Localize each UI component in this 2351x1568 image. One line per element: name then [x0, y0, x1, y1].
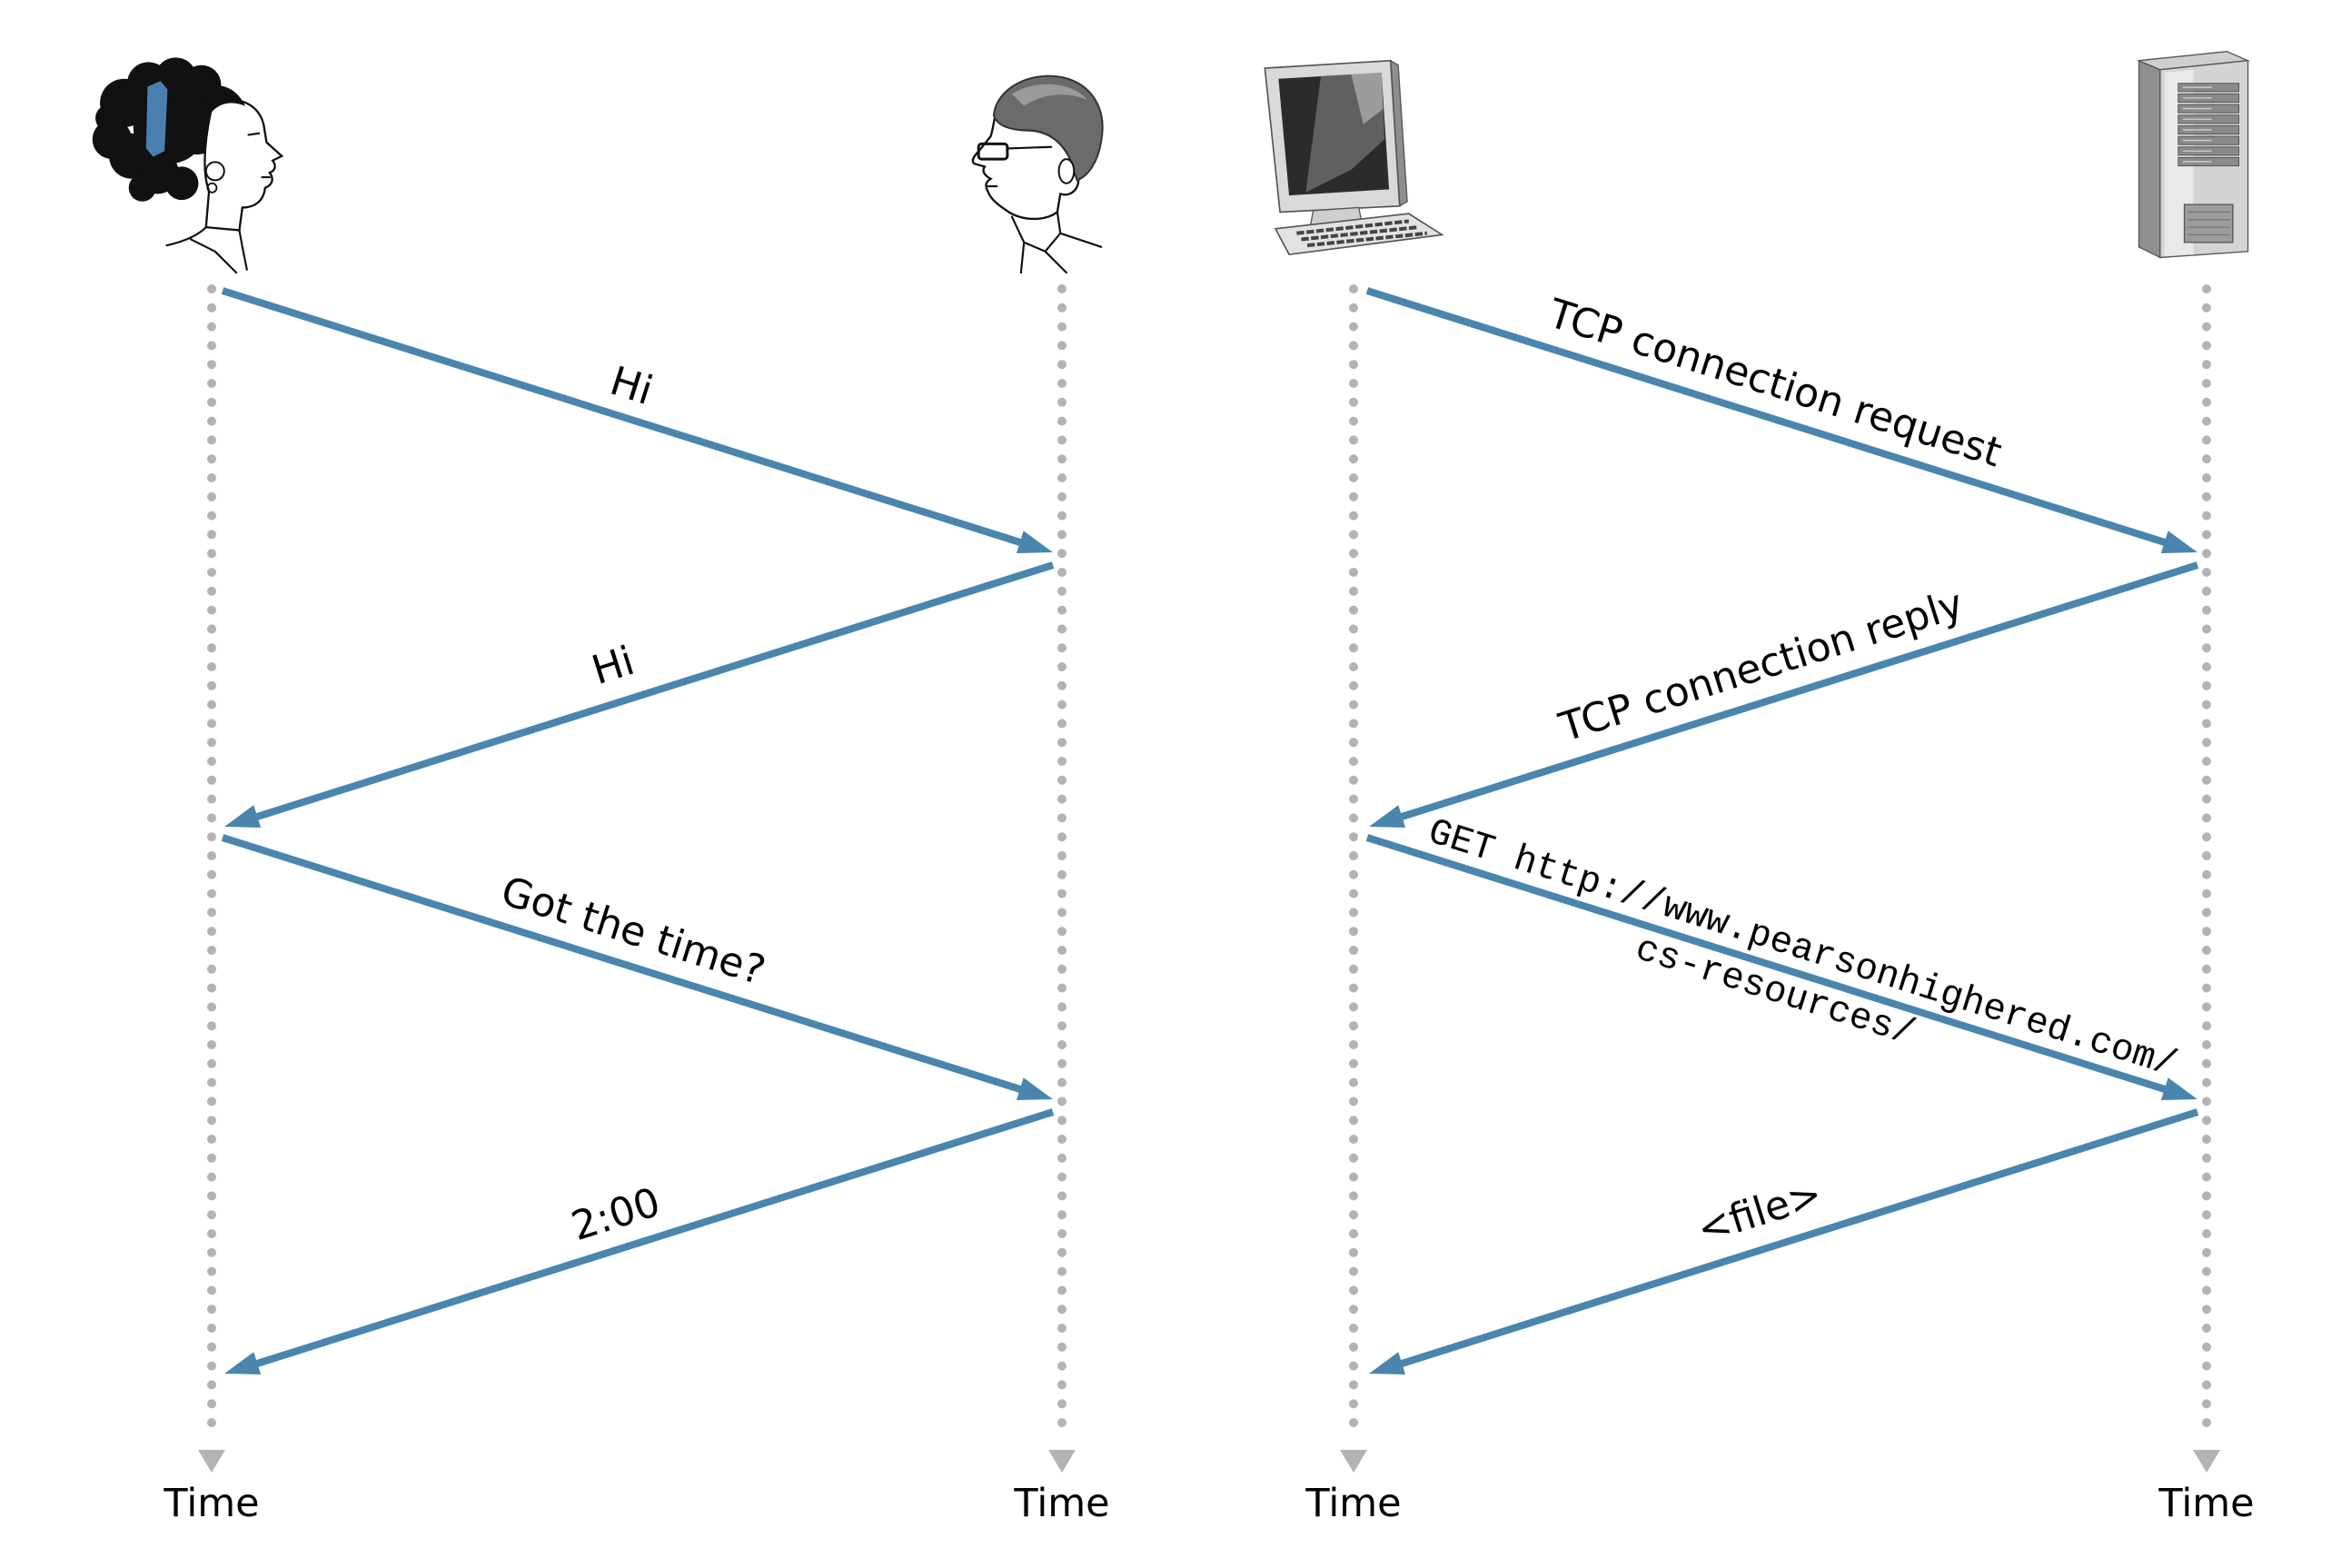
- time-label: Time: [1013, 1481, 1109, 1526]
- lifeline-arrowhead: [1048, 1450, 1076, 1473]
- time-label: Time: [163, 1481, 259, 1526]
- hair-curl: [165, 166, 199, 200]
- woman-icon: [93, 57, 282, 273]
- message-label: TCP connection reply: [1553, 581, 1969, 751]
- message-label: Hi: [605, 358, 659, 414]
- message-arrowhead: [1369, 1352, 1405, 1374]
- time-label: Time: [2158, 1481, 2254, 1526]
- lifeline-arrowhead: [2193, 1450, 2220, 1473]
- ear: [206, 162, 224, 180]
- message-arrow-line: [223, 291, 1020, 542]
- time-label: Time: [1304, 1481, 1401, 1526]
- collar: [166, 227, 246, 273]
- message-arrow-line: [223, 838, 1020, 1089]
- message-arrowhead: [224, 1352, 261, 1374]
- message-arrowhead: [224, 805, 261, 828]
- man-icon: [973, 76, 1103, 273]
- vent-panel: [2185, 204, 2233, 243]
- message-arrow-line: [1402, 565, 2197, 817]
- hair-curl: [129, 174, 156, 202]
- message-arrow-line: [257, 1112, 1053, 1364]
- message-arrowhead: [1369, 805, 1405, 828]
- message-arrow-line: [257, 565, 1053, 817]
- message-arrow-line: [1367, 838, 2165, 1089]
- message-label: Hi: [587, 638, 640, 694]
- headband: [145, 80, 168, 157]
- message-label-line: GET http://www.pearsonhighered.com/: [1423, 812, 2181, 1087]
- ear: [1059, 159, 1075, 184]
- message-arrowhead: [2161, 531, 2197, 553]
- message-arrow-line: [1402, 1112, 2197, 1364]
- human-protocol-diagram: Time Time Hi Hi Got the time? 2:00: [93, 57, 1110, 1526]
- lifeline-arrowhead: [1340, 1450, 1367, 1473]
- message-label: Got the time?: [496, 868, 771, 994]
- collar: [1012, 212, 1101, 273]
- server-side: [2139, 61, 2160, 258]
- server-icon: [2139, 52, 2248, 258]
- message-arrowhead: [1017, 531, 1053, 553]
- message-label: <file>: [1691, 1171, 1828, 1254]
- message-arrow-line: [1367, 291, 2165, 542]
- network-protocol-diagram: Time Time TCP connection request TCP con…: [1265, 52, 2254, 1526]
- message-arrowhead: [1017, 1077, 1053, 1100]
- message-label: TCP connection request: [1543, 290, 2007, 476]
- lifeline-arrowhead: [198, 1450, 225, 1473]
- computer-icon: [1265, 61, 1442, 254]
